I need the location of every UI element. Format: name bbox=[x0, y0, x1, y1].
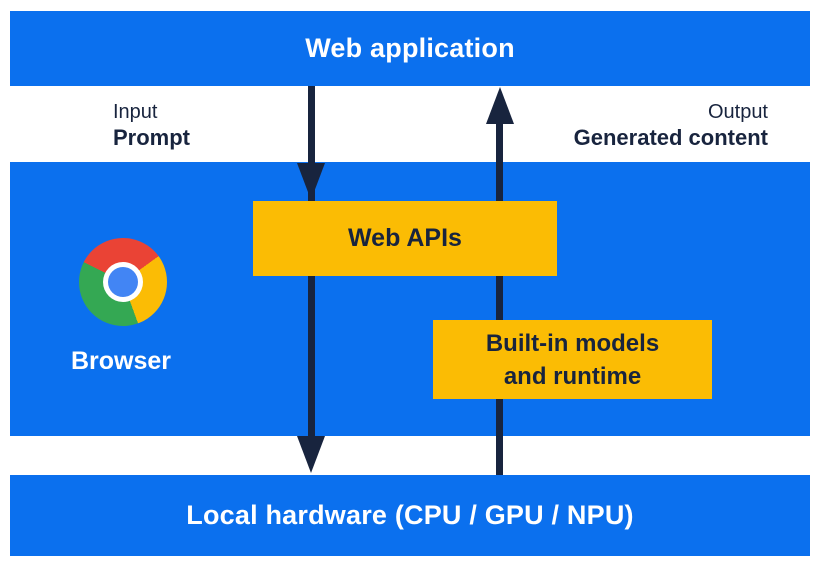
chrome-logo-blue-core bbox=[108, 267, 138, 297]
arrowhead-up-to-web-application-icon bbox=[486, 87, 514, 124]
local-hardware-label: Local hardware (CPU / GPU / NPU) bbox=[186, 500, 634, 530]
built-in-models-label-line2: and runtime bbox=[503, 362, 642, 390]
browser-label: Browser bbox=[71, 347, 172, 375]
chrome-browser-icon bbox=[79, 238, 167, 326]
input-value-prompt: Prompt bbox=[113, 125, 190, 150]
output-label-group: Output Generated content bbox=[574, 100, 768, 151]
web-application-layer: Web application bbox=[10, 11, 810, 86]
local-hardware-layer: Local hardware (CPU / GPU / NPU) bbox=[10, 475, 810, 556]
output-title: Output bbox=[707, 101, 768, 123]
generated-content-flow-arrow-line bbox=[496, 122, 503, 475]
web-apis-box: Web APIs bbox=[253, 201, 557, 276]
web-apis-label: Web APIs bbox=[348, 224, 462, 252]
arrowhead-down-to-local-hardware-icon bbox=[297, 436, 325, 473]
output-value-generated-content: Generated content bbox=[573, 125, 768, 150]
built-in-models-box: Built-in models and runtime bbox=[433, 320, 712, 399]
built-in-models-label-line1: Built-in models bbox=[485, 329, 660, 357]
web-application-label: Web application bbox=[305, 33, 515, 63]
input-label-group: Input Prompt bbox=[113, 100, 190, 151]
input-title: Input bbox=[113, 101, 158, 123]
